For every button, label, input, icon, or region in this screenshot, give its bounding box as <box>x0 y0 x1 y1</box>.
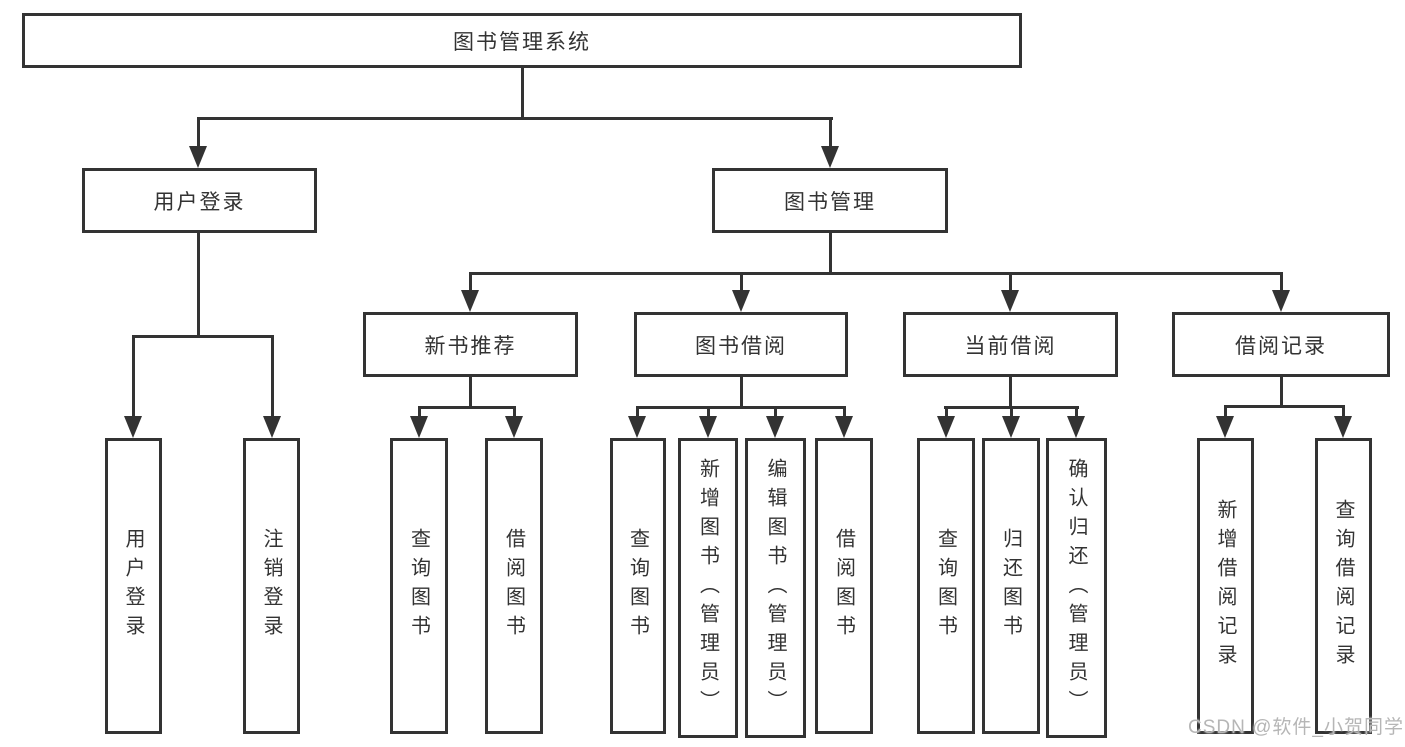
connector-newbook-horizontal <box>418 406 516 409</box>
node-borrow-record-label: 借阅记录 <box>1235 334 1327 358</box>
connector-newbook-stem <box>469 377 472 407</box>
connector-bookborrow-horizontal <box>636 406 846 409</box>
arrowhead-bookborrow-leaf2-icon <box>699 416 717 438</box>
leaf-logout-label: 注销登录 <box>260 528 282 644</box>
node-book-management: 图书管理 <box>712 168 948 233</box>
leaf-record-add-label: 新增借阅记录 <box>1214 499 1236 673</box>
connector-root-stem <box>521 68 524 118</box>
connector-login-stem <box>197 233 200 336</box>
arrowhead-borrowrecord-leaf1-icon <box>1216 416 1234 438</box>
node-book-management-label: 图书管理 <box>784 190 876 214</box>
arrowhead-login-leaf2-icon <box>263 416 281 438</box>
connector-level2-horizontal <box>197 117 833 120</box>
node-new-book-recommend: 新书推荐 <box>363 312 578 377</box>
connector-newbook-leaf1-drop <box>418 406 421 417</box>
connector-bookborrow-leaf3-drop <box>774 406 777 417</box>
leaf-current-query-label: 查询图书 <box>934 528 957 644</box>
connector-level3-horizontal <box>469 272 1283 275</box>
leaf-borrow-edit-admin: 编辑图书（管理员） <box>745 438 806 738</box>
connector-bookborrow-drop <box>740 272 743 292</box>
connector-currentborrow-leaf3-drop <box>1075 406 1078 417</box>
arrowhead-newbook-leaf1-icon <box>410 416 428 438</box>
connector-bookborrow-leaf1-drop <box>636 406 639 417</box>
node-current-borrow-label: 当前借阅 <box>964 334 1057 358</box>
leaf-newbook-borrow-label: 借阅图书 <box>502 528 525 644</box>
node-root: 图书管理系统 <box>22 13 1022 68</box>
arrowhead-borrowrecord-leaf2-icon <box>1334 416 1352 438</box>
arrowhead-currentborrow-leaf1-icon <box>937 416 955 438</box>
leaf-borrow-add-admin-label: 新增图书（管理员） <box>696 457 719 719</box>
arrowhead-bookborrow-leaf3-icon <box>766 416 784 438</box>
arrowhead-currentborrow-leaf2-icon <box>1002 416 1020 438</box>
leaf-borrow-edit-admin-label: 编辑图书（管理员） <box>764 457 786 719</box>
arrowhead-currentborrow-icon <box>1001 290 1019 312</box>
connector-currentborrow-drop <box>1009 272 1012 292</box>
connector-newbook-leaf2-drop <box>513 406 516 417</box>
leaf-user-login-label: 用户登录 <box>122 528 144 644</box>
connector-borrowrecord-leaf1-drop <box>1224 405 1227 417</box>
connector-bookborrow-leaf4-drop <box>843 406 846 417</box>
connector-mgmt-stem <box>829 233 832 273</box>
arrowhead-newbook-leaf2-icon <box>505 416 523 438</box>
arrowhead-bookborrow-icon <box>732 290 750 312</box>
node-book-borrow: 图书借阅 <box>634 312 848 377</box>
node-user-login-label: 用户登录 <box>153 190 246 214</box>
connector-user-login-drop <box>197 117 200 149</box>
arrowhead-borrowrecord-icon <box>1272 290 1290 312</box>
leaf-borrow-add-admin: 新增图书（管理员） <box>678 438 738 738</box>
leaf-current-query: 查询图书 <box>917 438 975 734</box>
arrowhead-book-mgmt-icon <box>821 146 839 168</box>
node-root-label: 图书管理系统 <box>453 30 591 54</box>
connector-newbook-drop <box>469 272 472 292</box>
connector-bookborrow-stem <box>740 377 743 407</box>
connector-login-leaf2-drop <box>271 335 274 417</box>
arrowhead-currentborrow-leaf3-icon <box>1067 416 1085 438</box>
node-user-login: 用户登录 <box>82 168 317 233</box>
leaf-borrow-query-label: 查询图书 <box>626 528 649 644</box>
leaf-borrow-book-label: 借阅图书 <box>832 528 855 644</box>
leaf-record-add: 新增借阅记录 <box>1197 438 1254 734</box>
arrowhead-newbook-icon <box>461 290 479 312</box>
node-current-borrow: 当前借阅 <box>903 312 1118 377</box>
connector-borrowrecord-horizontal <box>1224 405 1345 408</box>
watermark-text: CSDN @软件_小贺同学 <box>1188 717 1404 738</box>
leaf-logout: 注销登录 <box>243 438 300 734</box>
connector-currentborrow-stem <box>1009 377 1012 407</box>
leaf-current-confirm-admin-label: 确认归还（管理员） <box>1065 457 1087 719</box>
leaf-user-login: 用户登录 <box>105 438 162 734</box>
connector-currentborrow-leaf2-drop <box>1010 406 1013 417</box>
leaf-current-return: 归还图书 <box>982 438 1040 734</box>
leaf-current-return-label: 归还图书 <box>999 528 1022 644</box>
leaf-borrow-book: 借阅图书 <box>815 438 873 734</box>
leaf-newbook-query-label: 查询图书 <box>407 528 430 644</box>
connector-borrowrecord-drop <box>1280 272 1283 292</box>
arrowhead-bookborrow-leaf4-icon <box>835 416 853 438</box>
connector-borrowrecord-leaf2-drop <box>1342 405 1345 417</box>
arrowhead-login-leaf1-icon <box>124 416 142 438</box>
node-new-book-recommend-label: 新书推荐 <box>424 334 517 358</box>
leaf-record-query-label: 查询借阅记录 <box>1332 499 1354 673</box>
leaf-newbook-query: 查询图书 <box>390 438 448 734</box>
leaf-newbook-borrow: 借阅图书 <box>485 438 543 734</box>
connector-book-mgmt-drop <box>829 117 832 149</box>
arrowhead-bookborrow-leaf1-icon <box>628 416 646 438</box>
connector-login-horizontal <box>132 335 274 338</box>
leaf-current-confirm-admin: 确认归还（管理员） <box>1046 438 1107 738</box>
node-book-borrow-label: 图书借阅 <box>695 334 787 358</box>
arrowhead-user-login-icon <box>189 146 207 168</box>
node-borrow-record: 借阅记录 <box>1172 312 1390 377</box>
leaf-borrow-query: 查询图书 <box>610 438 666 734</box>
connector-bookborrow-leaf2-drop <box>707 406 710 417</box>
leaf-record-query: 查询借阅记录 <box>1315 438 1372 734</box>
connector-borrowrecord-stem <box>1280 377 1283 406</box>
connector-login-leaf1-drop <box>132 335 135 417</box>
connector-currentborrow-leaf1-drop <box>945 406 948 417</box>
